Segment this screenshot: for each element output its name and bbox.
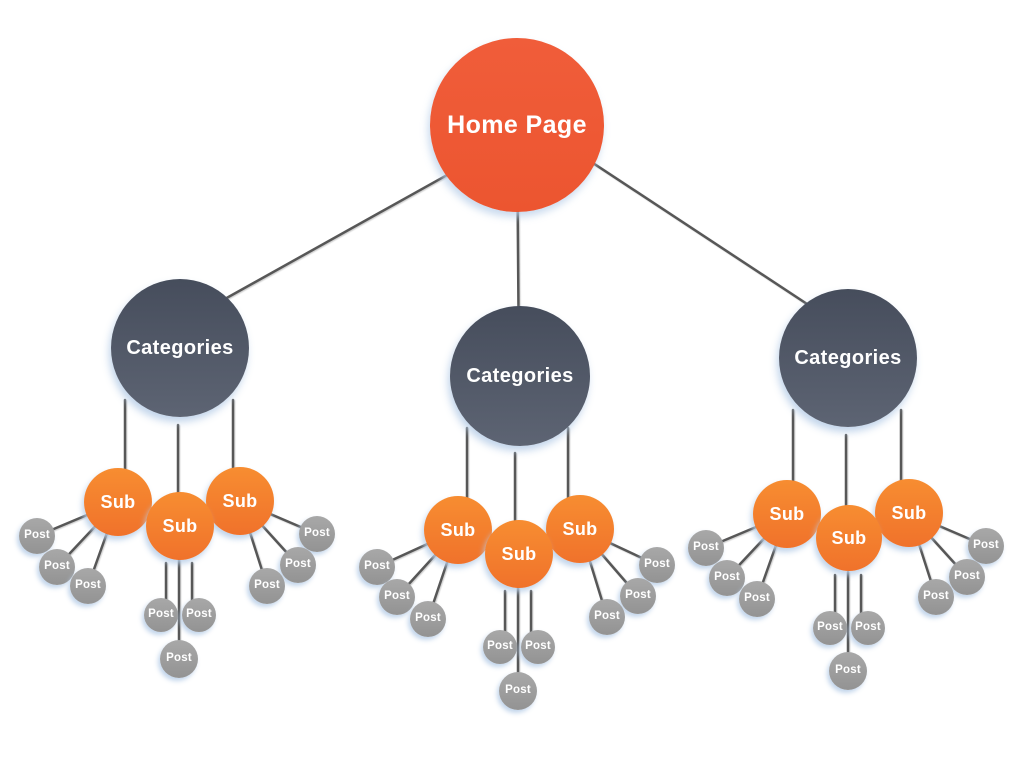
- node-label: Post: [364, 560, 390, 573]
- node-label: Post: [254, 579, 280, 592]
- post-node: Post: [589, 599, 625, 635]
- node-label: Sub: [769, 504, 805, 524]
- node-label: Categories: [794, 347, 902, 369]
- node-label: Post: [973, 539, 999, 552]
- node-label: Post: [954, 570, 980, 583]
- sub-node: Sub: [816, 505, 882, 571]
- post-node: Post: [620, 578, 656, 614]
- node-label: Post: [594, 610, 620, 623]
- sub-node: Sub: [146, 492, 214, 560]
- sub-node: Sub: [206, 467, 274, 535]
- post-node: Post: [70, 568, 106, 604]
- sub-node: Sub: [875, 479, 943, 547]
- node-label: Post: [525, 640, 551, 653]
- node-label: Post: [24, 529, 50, 542]
- node-label: Post: [148, 608, 174, 621]
- post-node: Post: [968, 528, 1004, 564]
- node-label: Post: [714, 571, 740, 584]
- node-label: Post: [186, 608, 212, 621]
- node-label: Home Page: [447, 110, 587, 139]
- post-node: Post: [359, 549, 395, 585]
- node-label: Post: [285, 558, 311, 571]
- node-label: Sub: [501, 544, 537, 564]
- node-label: Post: [415, 612, 441, 625]
- post-node: Post: [483, 630, 517, 664]
- node-label: Sub: [891, 503, 927, 523]
- node-label: Sub: [100, 492, 136, 512]
- category-node: Categories: [450, 306, 590, 446]
- node-label: Sub: [222, 491, 258, 511]
- post-node: Post: [949, 559, 985, 595]
- node-label: Post: [817, 621, 843, 634]
- node-label: Sub: [831, 528, 867, 548]
- category-node: Categories: [779, 289, 917, 427]
- post-node: Post: [249, 568, 285, 604]
- node-label: Post: [693, 541, 719, 554]
- post-node: Post: [739, 581, 775, 617]
- node-label: Sub: [440, 520, 476, 540]
- node-label: Categories: [466, 365, 574, 387]
- sub-node: Sub: [84, 468, 152, 536]
- post-node: Post: [379, 579, 415, 615]
- sub-node: Sub: [424, 496, 492, 564]
- post-node: Post: [144, 598, 178, 632]
- node-label: Sub: [162, 516, 198, 536]
- post-node: Post: [639, 547, 675, 583]
- post-node: Post: [851, 611, 885, 645]
- node-label: Post: [644, 558, 670, 571]
- category-node: Categories: [111, 279, 249, 417]
- node-label: Post: [75, 579, 101, 592]
- node-label: Sub: [562, 519, 598, 539]
- node-label: Post: [304, 527, 330, 540]
- post-node: Post: [709, 560, 745, 596]
- sub-node: Sub: [753, 480, 821, 548]
- post-node: Post: [521, 630, 555, 664]
- post-node: Post: [813, 611, 847, 645]
- node-label: Post: [855, 621, 881, 634]
- node-label: Post: [384, 590, 410, 603]
- node-label: Post: [44, 560, 70, 573]
- post-node: Post: [182, 598, 216, 632]
- node-label: Post: [505, 684, 531, 697]
- post-node: Post: [918, 579, 954, 615]
- sub-node: Sub: [546, 495, 614, 563]
- post-node: Post: [39, 549, 75, 585]
- post-node: Post: [299, 516, 335, 552]
- node-label: Categories: [126, 337, 234, 359]
- post-node: Post: [688, 530, 724, 566]
- sub-node: Sub: [485, 520, 553, 588]
- home-node: Home Page: [430, 38, 604, 212]
- post-node: Post: [280, 547, 316, 583]
- post-node: Post: [829, 652, 867, 690]
- node-label: Post: [625, 589, 651, 602]
- node-label: Post: [166, 652, 192, 665]
- post-node: Post: [410, 601, 446, 637]
- post-node: Post: [499, 672, 537, 710]
- node-label: Post: [744, 592, 770, 605]
- node-label: Post: [487, 640, 513, 653]
- node-label: Post: [835, 664, 861, 677]
- post-node: Post: [160, 640, 198, 678]
- node-label: Post: [923, 590, 949, 603]
- post-node: Post: [19, 518, 55, 554]
